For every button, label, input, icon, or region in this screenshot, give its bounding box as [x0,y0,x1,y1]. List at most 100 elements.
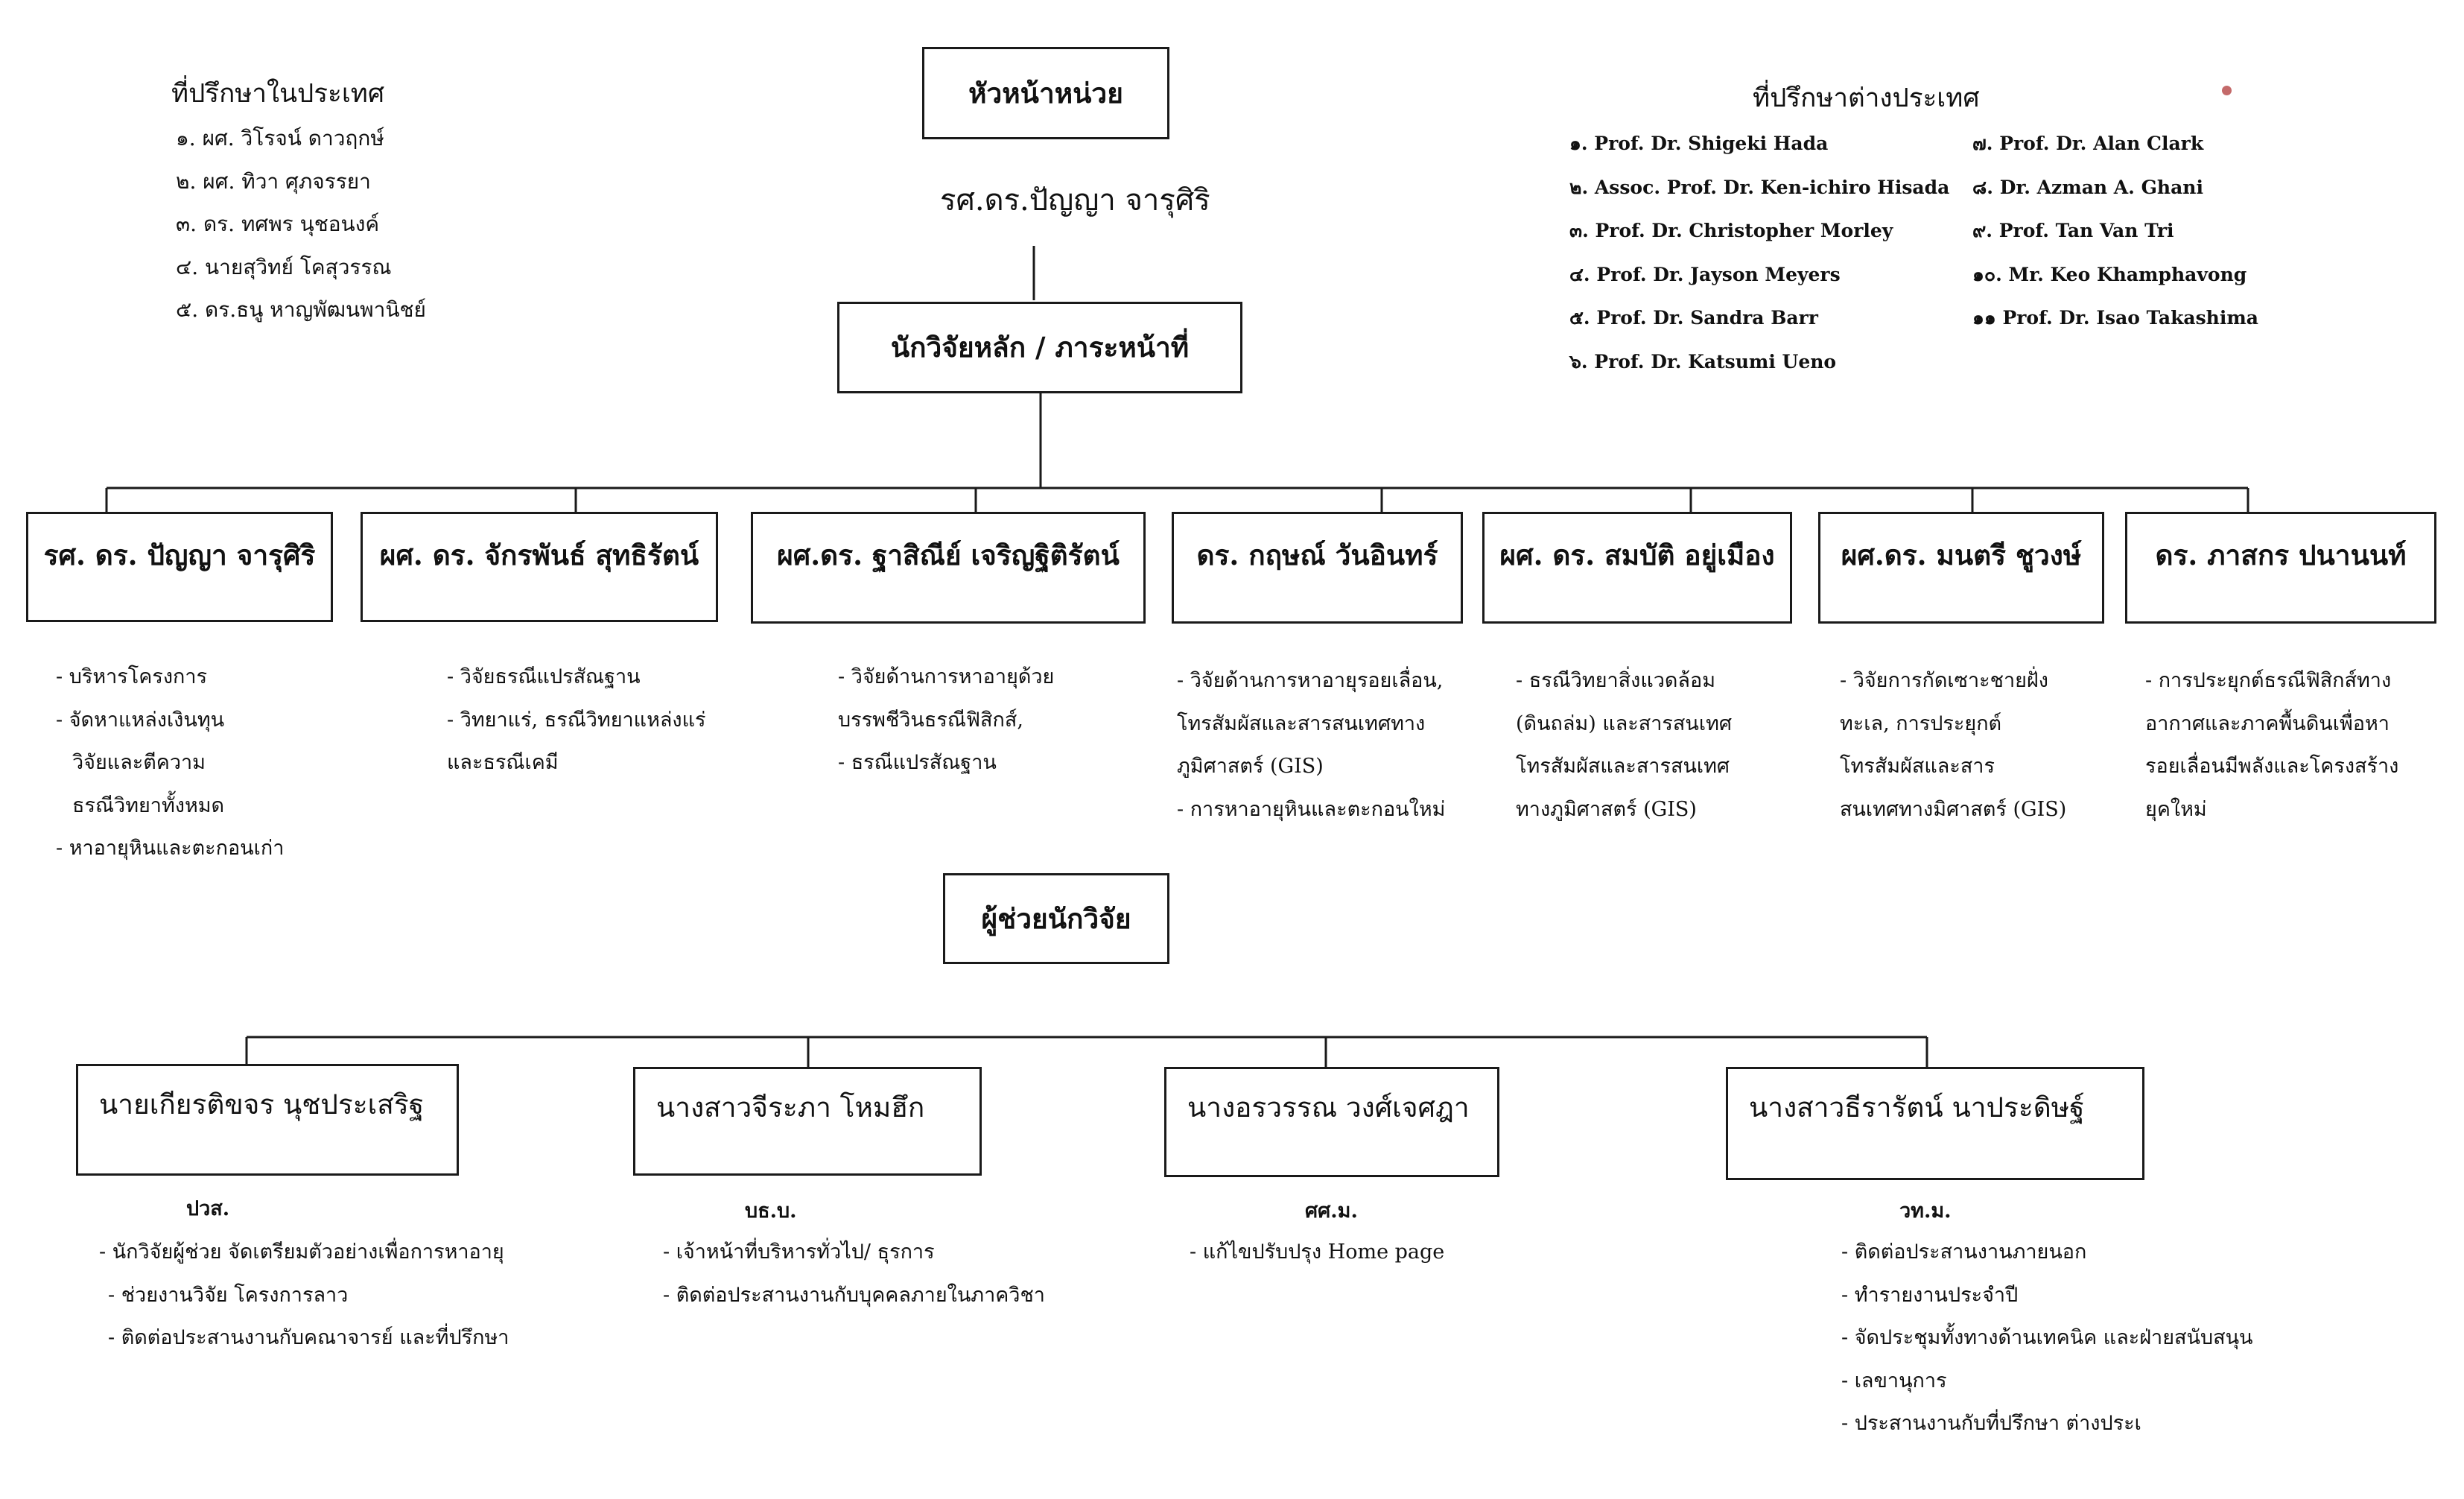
researcher-box-4: ดร. กฤษณ์ วันอินทร์ [1172,512,1463,624]
assistant-name: นางอรวรรณ วงศ์เจศฎา [1187,1091,1470,1124]
duty-line: ทะเล, การประยุกต์ [1840,712,2002,735]
duty-line: รอยเลื่อนมีพลังและโครงสร้าง [2145,755,2399,778]
main-researcher-title: นักวิจัยหลัก / ภาระหน้าที่ [890,331,1190,364]
duty-line: - เลขานุการ [1841,1369,1947,1392]
duty-line: ธรณีวิทยาทั้งหมด [72,793,225,817]
assistant-duties-4: - ติดต่อประสานงานภายนอก - ทำรายงานประจำป… [1841,1231,2253,1445]
duty-line: - ติดต่อประสานงานภายนอก [1841,1240,2087,1264]
duty-line: ยุคใหม่ [2145,797,2207,821]
duty-line: และธรณีเคมี [447,751,559,774]
duty-line: - วิทยาแร่, ธรณีวิทยาแหล่งแร่ [447,708,706,732]
list-item: ๒. ผศ. ทิวา ศุภจรรยา [176,168,371,194]
duty-line: - ธรณีวิทยาสิ่งแวดล้อม [1516,669,1715,692]
list-item: ๙. Prof. Tan Van Tri [1972,220,2174,241]
duty-line: - บริหารโครงการ [56,665,208,688]
duty-line: บรรพชีวินธรณีฟิสิกส์, [838,708,1023,732]
list-item: ๔. นายสุวิทย์ โคสุวรรณ [176,254,392,279]
list-item: ๑๐. Mr. Keo Khamphavong [1972,263,2247,285]
assistant-qualification-4: วท.ม. [1899,1199,1952,1223]
list-item: ๓. ดร. ทศพร นุชอนงค์ [176,212,380,236]
list-item: ๒. Assoc. Prof. Dr. Ken-ichiro Hisada [1569,176,1950,198]
assistant-duties-3: - แก้ไขปรับปรุง Home page [1190,1231,1444,1274]
stray-ink-dot [2222,86,2232,95]
main-researcher-title-box: นักวิจัยหลัก / ภาระหน้าที่ [837,302,1242,393]
researcher-name: ดร. กฤษณ์ วันอินทร์ [1196,539,1438,571]
duty-line: - วิจัยด้านการหาอายุรอยเลื่อน, [1177,669,1444,692]
head-name: รศ.ดร.ปัญญา จารุศิริ [940,183,1210,218]
head-title: หัวหน้าหน่วย [968,76,1123,110]
list-item: ๗. Prof. Dr. Alan Clark [1972,133,2204,154]
duty-line: - ติดต่อประสานงานกับคณาจารย์ และที่ปรึกษ… [108,1326,509,1349]
list-item: ๔. Prof. Dr. Jayson Meyers [1569,263,1841,285]
duty-line: - ทำรายงานประจำปี [1841,1283,2019,1307]
list-item: ๖. Prof. Dr. Katsumi Ueno [1569,350,1837,373]
duty-line: วิจัยและตีความ [72,751,206,774]
duty-line: - ติดต่อประสานงานกับบุคคลภายในภาควิชา [663,1283,1045,1307]
assistant-name: นายเกียรติขจร นุชประเสริฐ [99,1088,425,1121]
assistant-duties-2: - เจ้าหน้าที่บริหารทั่วไป/ ธุรการ - ติดต… [663,1231,1045,1316]
assistant-name: นางสาวจีระภา โหมฮึก [656,1091,925,1124]
duty-line: - วิจัยธรณีแปรสัณฐาน [447,665,641,688]
duty-line: อากาศและภาคพื้นดินเพื่อหา [2145,712,2390,735]
researcher-duties-1: - บริหารโครงการ - จัดหาแหล่งเงินทุน วิจั… [56,656,284,870]
duty-line: - จัดหาแหล่งเงินทุน [56,708,225,732]
duty-line: - วิจัยด้านการหาอายุด้วย [838,665,1055,688]
list-item: ๑. ผศ. วิโรจน์ ดาวฤกษ์ [176,126,384,150]
duty-line: สนเทศทางมิศาสตร์ (GIS) [1840,797,2067,821]
assistant-qualification-1: ปวส. [186,1197,230,1220]
duty-line: - นักวิจัยผู้ช่วย จัดเตรียมตัวอย่างเพื่อ… [99,1240,504,1264]
assistant-title: ผู้ช่วยนักวิจัย [981,901,1131,935]
domestic-advisors-list: ๑. ผศ. วิโรจน์ ดาวฤกษ์ ๒. ผศ. ทิวา ศุภจร… [176,117,426,332]
duty-line: - แก้ไขปรับปรุง Home page [1190,1240,1445,1264]
list-item: ๓. Prof. Dr. Christopher Morley [1569,220,1893,241]
assistant-name: นางสาวธีรารัตน์ นาประดิษฐ์ [1749,1091,2085,1124]
foreign-advisors-list-2: ๗. Prof. Dr. Alan Clark ๘. Dr. Azman A. … [1972,122,2258,340]
foreign-advisors-title: ที่ปรึกษาต่างประเทศ [1753,83,1980,113]
researcher-duties-7: - การประยุกต์ธรณีฟิสิกส์ทาง อากาศและภาคพ… [2145,659,2398,831]
researcher-box-1: รศ. ดร. ปัญญา จารุศิริ [26,512,333,622]
list-item: ๑๑ Prof. Dr. Isao Takashima [1972,307,2258,329]
list-item: ๘. Dr. Azman A. Ghani [1972,176,2203,198]
researcher-name: ผศ.ดร. ฐาสิณีย์ เจริญฐิติรัตน์ [777,539,1120,571]
researcher-box-2: ผศ. ดร. จักรพันธ์ สุทธิรัตน์ [361,512,718,622]
assistant-box-2: นางสาวจีระภา โหมฮึก [633,1067,982,1176]
duty-line: - ธรณีแปรสัณฐาน [838,751,997,774]
researcher-name: ผศ.ดร. มนตรี ชูวงษ์ [1841,539,2082,571]
duty-line: ภูมิศาสตร์ (GIS) [1177,755,1324,778]
duty-line: - หาอายุหินและตะกอนเก่า [56,837,285,860]
researcher-duties-6: - วิจัยการกัดเซาะชายฝั่ง ทะเล, การประยุก… [1840,659,2066,831]
head-title-box: หัวหน้าหน่วย [922,47,1169,139]
assistant-title-box: ผู้ช่วยนักวิจัย [943,873,1169,964]
duty-line: - จัดประชุมทั้งทางด้านเทคนิค และฝ่ายสนับ… [1841,1326,2253,1349]
researcher-box-3: ผศ.ดร. ฐาสิณีย์ เจริญฐิติรัตน์ [751,512,1146,624]
duty-line: - วิจัยการกัดเซาะชายฝั่ง [1840,669,2048,692]
list-item: ๑. Prof. Dr. Shigeki Hada [1569,133,1829,154]
researcher-duties-5: - ธรณีวิทยาสิ่งแวดล้อม (ดินถล่ม) และสารส… [1516,659,1732,831]
assistant-box-1: นายเกียรติขจร นุชประเสริฐ [76,1064,459,1176]
duty-line: - ประสานงานกับที่ปรึกษา ต่างประเ [1841,1412,2141,1435]
duty-line: โทรสัมผัสและสาร [1840,755,1995,778]
researcher-name: รศ. ดร. ปัญญา จารุศิริ [43,539,316,571]
foreign-advisors-list-1: ๑. Prof. Dr. Shigeki Hada ๒. Assoc. Prof… [1569,122,1949,384]
duty-line: โทรสัมผัสและสารสนเทศทาง [1177,712,1426,735]
researcher-box-5: ผศ. ดร. สมบัติ อยู่เมือง [1482,512,1792,624]
researcher-duties-2: - วิจัยธรณีแปรสัณฐาน - วิทยาแร่, ธรณีวิท… [447,656,706,785]
researcher-box-6: ผศ.ดร. มนตรี ชูวงษ์ [1818,512,2104,624]
duty-line: (ดินถล่ม) และสารสนเทศ [1516,712,1733,735]
researcher-box-7: ดร. ภาสกร ปนานนท์ [2125,512,2436,624]
researcher-name: ผศ. ดร. จักรพันธ์ สุทธิรัตน์ [379,539,699,571]
duty-line: - การหาอายุหินและตะกอนใหม่ [1177,797,1446,821]
assistant-box-3: นางอรวรรณ วงศ์เจศฎา [1164,1067,1499,1177]
duty-line: ทางภูมิศาสตร์ (GIS) [1516,797,1697,821]
duty-line: - ช่วยงานวิจัย โครงการลาว [108,1283,349,1307]
domestic-advisors-title: ที่ปรึกษาในประเทศ [171,79,385,109]
researcher-name: ผศ. ดร. สมบัติ อยู่เมือง [1499,539,1775,571]
duty-line: โทรสัมผัสและสารสนเทศ [1516,755,1730,778]
list-item: ๕. Prof. Dr. Sandra Barr [1569,307,1818,329]
researcher-duties-4: - วิจัยด้านการหาอายุรอยเลื่อน, โทรสัมผัส… [1177,659,1445,831]
researcher-duties-3: - วิจัยด้านการหาอายุด้วย บรรพชีวินธรณีฟิ… [838,656,1054,785]
researcher-name: ดร. ภาสกร ปนานนท์ [2155,539,2407,571]
duty-line: - การประยุกต์ธรณีฟิสิกส์ทาง [2145,669,2392,692]
assistant-qualification-3: ศศ.ม. [1305,1199,1358,1223]
